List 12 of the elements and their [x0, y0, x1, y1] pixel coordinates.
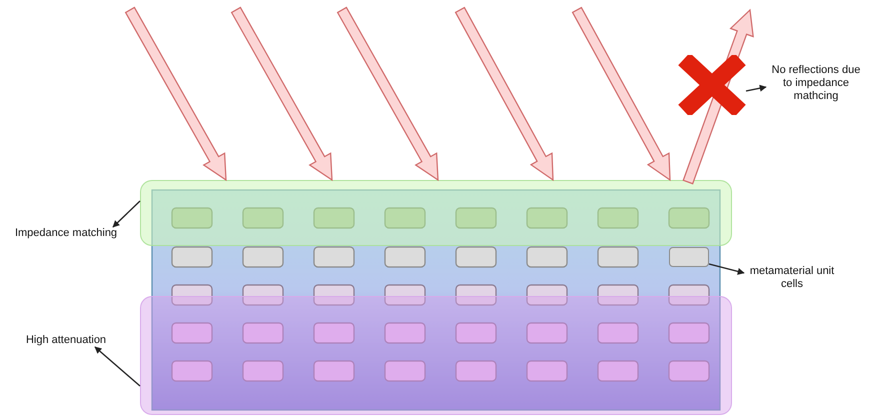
unit-cell	[669, 247, 709, 267]
leader-line	[708, 263, 745, 275]
annotation-text: Impedance matching	[2, 227, 130, 240]
annotation-text: metamaterial unit cells	[744, 265, 840, 291]
highlight-band	[140, 180, 732, 246]
highlight-band	[140, 296, 732, 415]
annotation-text: No reflections due to impedance mathcing	[766, 64, 866, 103]
annotation-text: High attenuation	[18, 334, 114, 347]
cross-mark	[678, 55, 746, 115]
leader-line	[94, 346, 140, 386]
leader-line	[112, 200, 140, 228]
leader-line	[746, 84, 767, 92]
